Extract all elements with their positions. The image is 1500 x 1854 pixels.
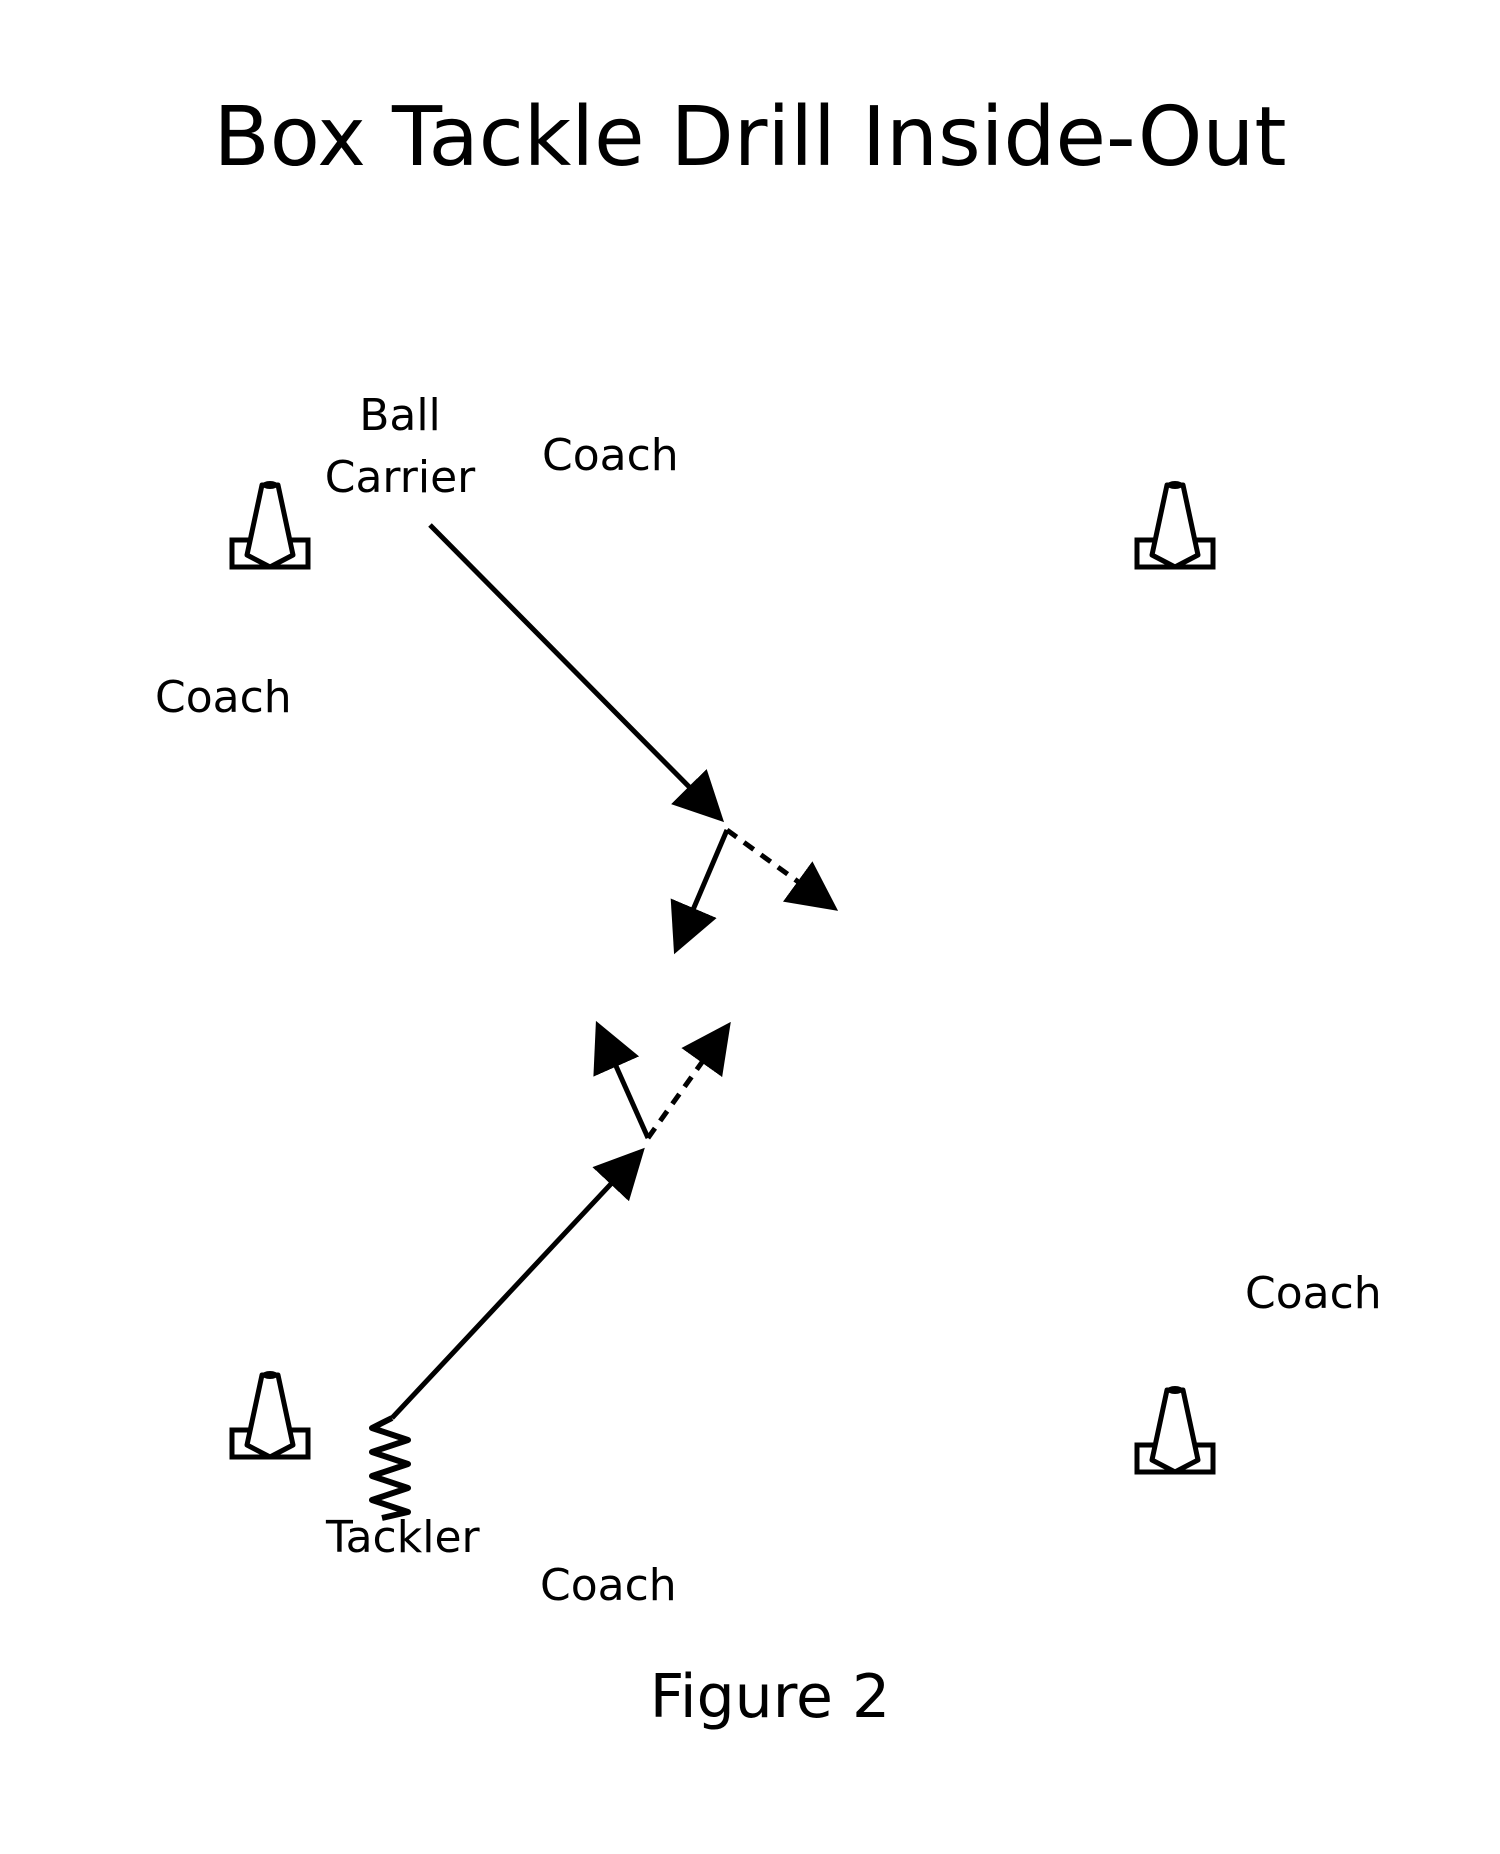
- tackler-inside-arrow: [593, 1020, 651, 1140]
- ball-carrier-cut-outside-arrow: [725, 827, 839, 911]
- coach-right-label: Coach: [1245, 1268, 1382, 1319]
- ball-carrier-label: Ball Carrier: [310, 385, 490, 509]
- coach-left-label: Coach: [155, 672, 292, 723]
- cone-top-right-icon: [1134, 481, 1216, 570]
- diagram-title: Box Tackle Drill Inside-Out: [213, 90, 1287, 185]
- tackler-run-arrow: [390, 1147, 645, 1420]
- cone-bottom-right-icon: [1134, 1386, 1216, 1475]
- ball-carrier-label-line1: Ball: [359, 390, 441, 441]
- coach-top-label: Coach: [542, 430, 679, 481]
- figure-caption: Figure 2: [649, 1662, 891, 1732]
- tackler-coil-icon: [369, 1415, 411, 1521]
- ball-carrier-label-line2: Carrier: [324, 452, 476, 503]
- coach-bottom-label: Coach: [540, 1560, 677, 1611]
- ball-carrier-run-arrow: [428, 523, 725, 823]
- tackler-outside-arrow: [645, 1021, 731, 1140]
- cone-bottom-left-icon: [229, 1371, 311, 1460]
- ball-carrier-cut-inside-arrow: [670, 829, 730, 955]
- tackler-label: Tackler: [326, 1512, 480, 1563]
- cone-top-left-icon: [229, 481, 311, 570]
